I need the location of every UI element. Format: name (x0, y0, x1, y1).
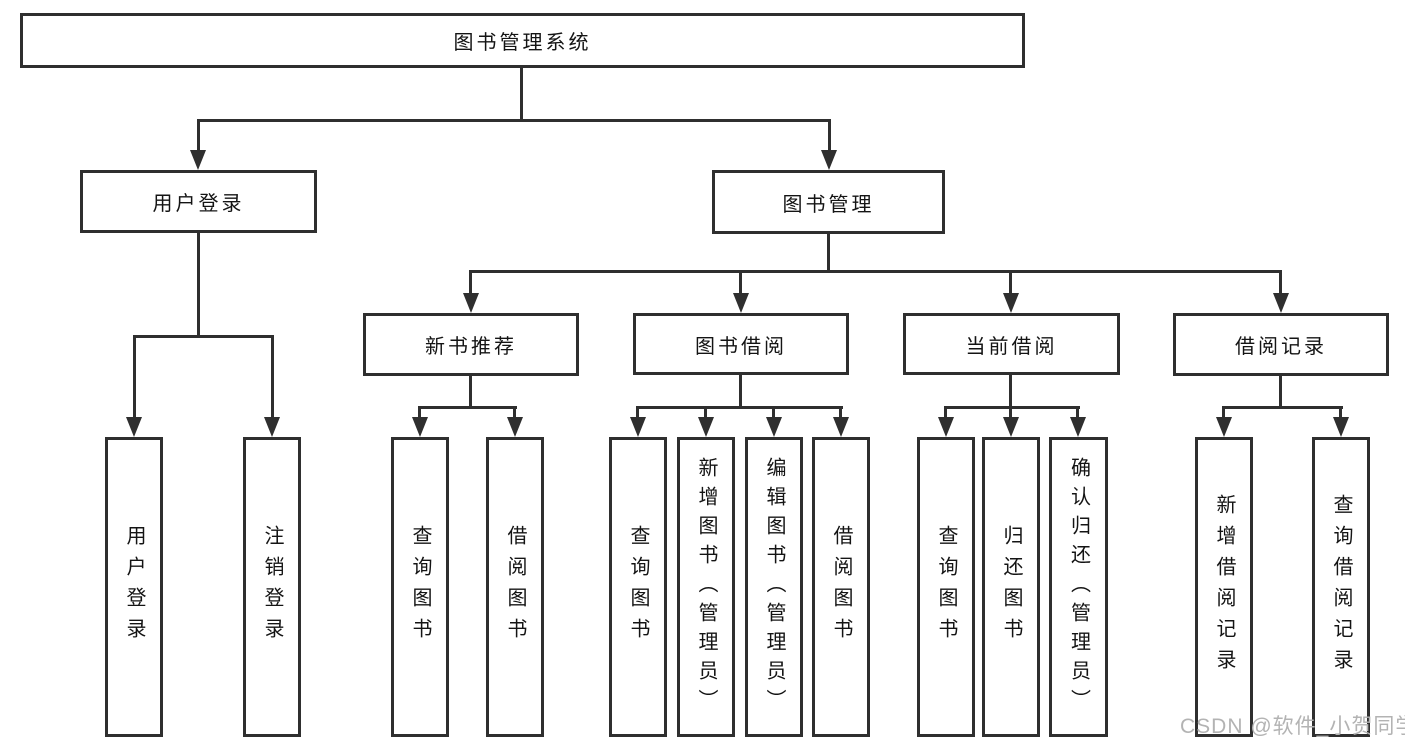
leaf-br-query-record: 查询借阅记录 (1312, 437, 1370, 737)
edge-book-mgmt-stem (827, 234, 830, 270)
leaf-nbr-query-books: 查询图书 (391, 437, 449, 737)
leaf-bb-borrow-books-label: 借阅图书 (830, 525, 852, 649)
leaf-bb-add-books-admin-label: 新增图书（管理员） (695, 456, 717, 718)
edge-new-book-rec-stem (469, 376, 472, 406)
arrowhead-cb-query (938, 417, 954, 437)
arrowhead-new-book-rec (463, 293, 479, 313)
edge-drop-cb-query (944, 406, 947, 417)
leaf-bb-edit-books-admin-label: 编辑图书（管理员） (763, 456, 785, 718)
leaf-bb-edit-books-admin: 编辑图书（管理员） (745, 437, 803, 737)
leaf-br-query-record-label: 查询借阅记录 (1330, 494, 1352, 680)
node-new-book-rec: 新书推荐 (363, 313, 579, 376)
leaf-nbr-borrow-books: 借阅图书 (486, 437, 544, 737)
arrowhead-leaf-login (126, 417, 142, 437)
leaf-cb-query-books: 查询图书 (917, 437, 975, 737)
edge-drop-nbr-query (418, 406, 421, 417)
edge-user-login-stem (197, 233, 200, 335)
leaf-cb-return-books: 归还图书 (982, 437, 1040, 737)
arrowhead-user-login (190, 150, 206, 170)
edge-borrow-records-stem (1279, 376, 1282, 406)
edge-user-login-rail (133, 335, 274, 338)
leaf-br-add-record: 新增借阅记录 (1195, 437, 1253, 737)
edge-drop-book-mgmt (828, 119, 831, 151)
arrowhead-br-query (1333, 417, 1349, 437)
arrowhead-cb-return (1003, 417, 1019, 437)
node-current-borrow-label: 当前借阅 (965, 335, 1058, 358)
node-book-borrow: 图书借阅 (633, 313, 849, 375)
leaf-user-login: 用户登录 (105, 437, 163, 737)
arrowhead-bb-borrow (833, 417, 849, 437)
edge-root-rail (197, 119, 831, 122)
edge-drop-bb-edit (772, 406, 775, 417)
node-book-mgmt-label: 图书管理 (782, 193, 875, 216)
edge-drop-br-query (1339, 406, 1342, 417)
edge-new-book-rec-rail (418, 406, 517, 409)
node-library-system-label: 图书管理系统 (453, 32, 592, 54)
node-user-login: 用户登录 (80, 170, 317, 233)
edge-drop-user-login (197, 119, 200, 151)
arrowhead-book-borrow (733, 293, 749, 313)
arrowhead-bb-add (698, 417, 714, 437)
leaf-logout: 注销登录 (243, 437, 301, 737)
leaf-cb-confirm-return-admin: 确认归还（管理员） (1049, 437, 1108, 737)
edge-drop-bb-add (704, 406, 707, 417)
node-current-borrow: 当前借阅 (903, 313, 1120, 375)
arrowhead-nbr-query (412, 417, 428, 437)
arrowhead-cb-confirm (1070, 417, 1086, 437)
edge-borrow-records-rail (1222, 406, 1343, 409)
edge-current-borrow-stem (1009, 375, 1012, 406)
edge-book-borrow-rail (636, 406, 843, 409)
node-book-borrow-label: 图书借阅 (695, 335, 787, 358)
node-new-book-rec-label: 新书推荐 (425, 336, 517, 358)
leaf-cb-return-books-label: 归还图书 (1000, 525, 1022, 649)
leaf-bb-query-books: 查询图书 (609, 437, 667, 737)
edge-drop-br-add (1222, 406, 1225, 417)
edge-drop-current-borrow (1009, 270, 1012, 293)
csdn-watermark: CSDN @软件_小贺同学 (1180, 715, 1405, 738)
edge-root-stem (520, 68, 523, 119)
edge-drop-nbr-borrow (513, 406, 516, 417)
edge-drop-bb-borrow (839, 406, 842, 417)
leaf-cb-query-books-label: 查询图书 (935, 525, 957, 649)
leaf-logout-label: 注销登录 (261, 525, 283, 649)
node-user-login-label: 用户登录 (152, 193, 245, 215)
leaf-user-login-label: 用户登录 (123, 525, 145, 649)
leaf-nbr-query-books-label: 查询图书 (409, 525, 431, 649)
edge-drop-leaf-login (133, 335, 136, 417)
node-book-mgmt: 图书管理 (712, 170, 945, 234)
node-borrow-records-label: 借阅记录 (1235, 336, 1327, 358)
edge-book-mgmt-rail (470, 270, 1282, 273)
edge-drop-borrow-records (1279, 270, 1282, 293)
edge-drop-cb-confirm (1076, 406, 1079, 417)
leaf-bb-query-books-label: 查询图书 (627, 525, 649, 649)
node-borrow-records: 借阅记录 (1173, 313, 1389, 376)
arrowhead-borrow-records (1273, 293, 1289, 313)
arrowhead-bb-query (630, 417, 646, 437)
edge-drop-book-borrow (739, 270, 742, 293)
arrowhead-nbr-borrow (507, 417, 523, 437)
arrowhead-br-add (1216, 417, 1232, 437)
edge-drop-leaf-logout (271, 335, 274, 417)
leaf-bb-borrow-books: 借阅图书 (812, 437, 870, 737)
leaf-cb-confirm-return-admin-label: 确认归还（管理员） (1067, 456, 1090, 718)
edge-book-borrow-stem (739, 375, 742, 406)
arrowhead-bb-edit (766, 417, 782, 437)
arrowhead-leaf-logout (264, 417, 280, 437)
edge-drop-bb-query (636, 406, 639, 417)
leaf-br-add-record-label: 新增借阅记录 (1213, 494, 1235, 680)
leaf-nbr-borrow-books-label: 借阅图书 (504, 525, 526, 649)
leaf-bb-add-books-admin: 新增图书（管理员） (677, 437, 735, 737)
edge-current-borrow-rail (944, 406, 1080, 409)
arrowhead-current-borrow (1003, 293, 1019, 313)
node-library-system: 图书管理系统 (20, 13, 1025, 68)
edge-drop-cb-return (1009, 406, 1012, 417)
edge-drop-new-book-rec (469, 270, 472, 293)
arrowhead-book-mgmt (821, 150, 837, 170)
